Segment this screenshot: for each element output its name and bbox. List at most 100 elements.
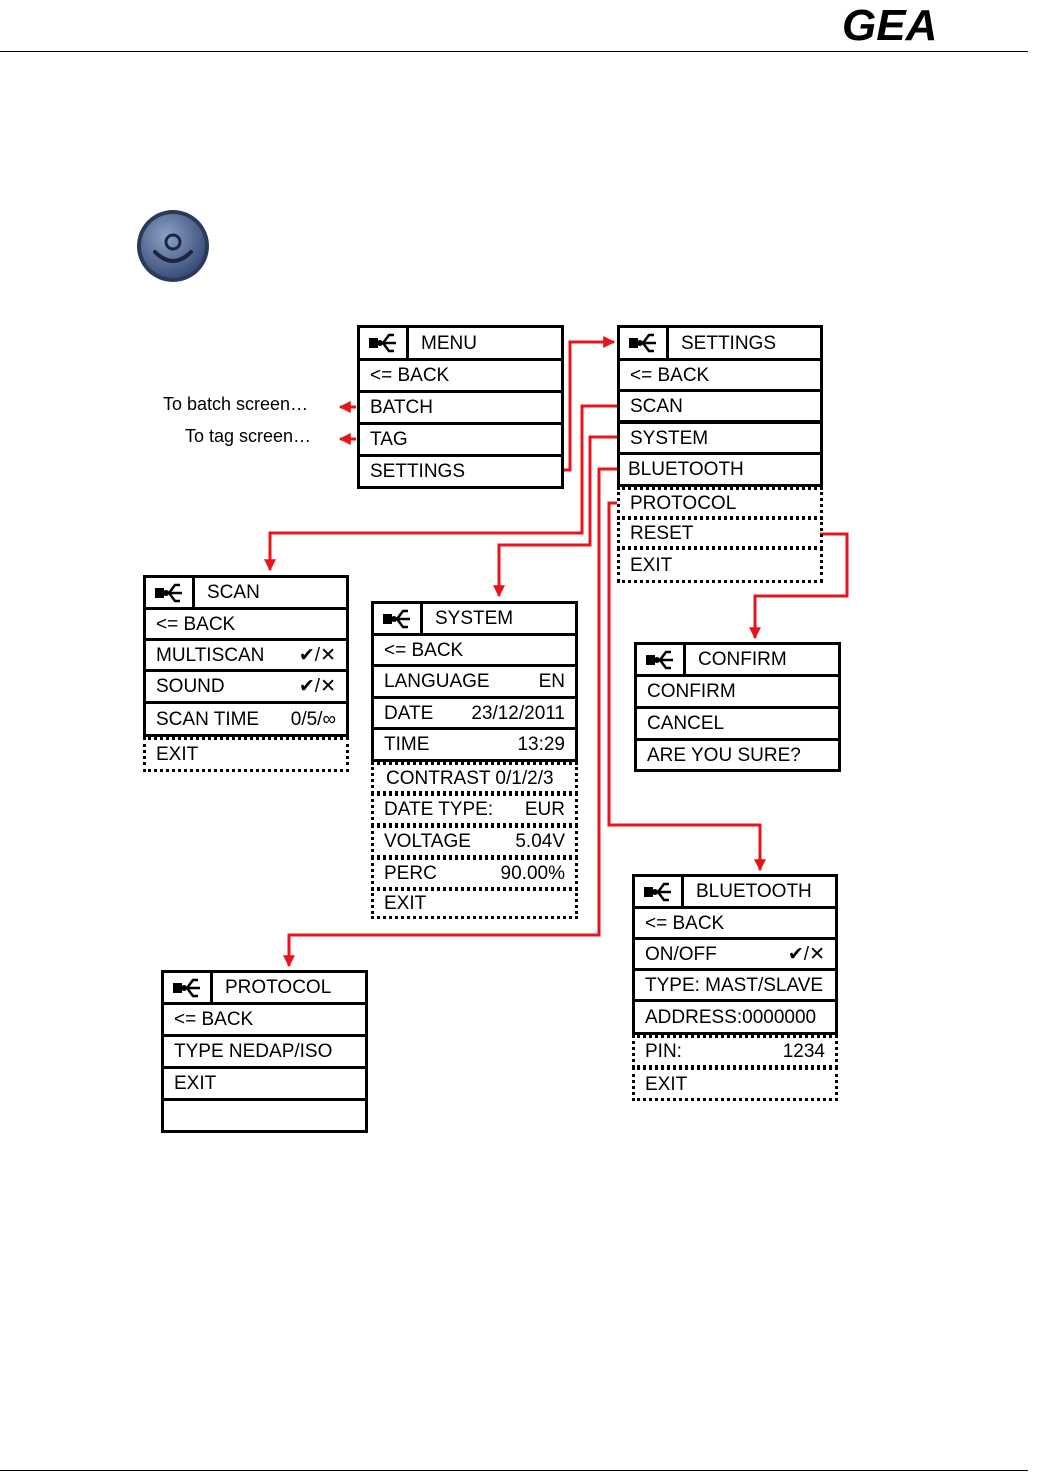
scan-title: SCAN [207,582,260,603]
language-label: LANGUAGE [384,671,490,692]
pin-label: PIN: [645,1041,682,1062]
sound-toggle: ✔/✕ [298,676,336,697]
settings-screen: SETTINGS <= BACK SCAN SYSTEM BLUETOOTH P… [617,325,823,585]
arrow-bluetooth [283,467,617,968]
scan-multiscan[interactable]: MULTISCAN ✔/✕ [143,638,349,672]
arrow-system [493,435,617,598]
footer-rule [0,1470,1028,1471]
gea-logo-text: GEA [842,2,937,46]
protocol-title: PROTOCOL [225,977,332,998]
date-type-value: EUR [524,799,565,820]
onoff-label: ON/OFF [645,943,717,965]
perc-value: 90.00% [500,863,565,884]
bluetooth-exit[interactable]: EXIT [632,1067,838,1101]
menu-screen: MENU <= BACK BATCH TAG SETTINGS [357,325,564,491]
bluetooth-type[interactable]: TYPE: MAST/SLAVE [632,968,838,1002]
system-date-type[interactable]: DATE TYPE: EUR [371,793,578,826]
navigation-knob-icon [137,210,209,282]
confirm-screen: CONFIRM CONFIRM CANCEL ARE YOU SURE? [634,642,841,772]
menu-title: MENU [421,332,477,354]
confirm-cancel[interactable]: CANCEL [634,706,841,741]
usb-plug-icon [146,578,195,607]
protocol-header: PROTOCOL [161,970,368,1005]
protocol-exit[interactable]: EXIT [161,1066,368,1101]
settings-header: SETTINGS [617,325,823,361]
system-header: SYSTEM [371,601,578,636]
settings-protocol[interactable]: PROTOCOL [617,487,823,519]
scan-time-value: 0/5/∞ [290,708,336,730]
settings-bluetooth[interactable]: BLUETOOTH [617,452,823,487]
bluetooth-address[interactable]: ADDRESS:0000000 [632,999,838,1035]
system-voltage[interactable]: VOLTAGE 5.04V [371,825,578,858]
bluetooth-title: BLUETOOTH [696,881,812,902]
voltage-label: VOLTAGE [384,831,471,852]
arrow-reset [749,532,849,640]
usb-plug-icon [164,973,213,1002]
confirm-confirm[interactable]: CONFIRM [634,674,841,709]
onoff-toggle: ✔/✕ [787,943,825,965]
sound-label: SOUND [156,676,225,697]
confirm-header: CONFIRM [634,642,841,677]
time-label: TIME [384,734,430,755]
system-time[interactable]: TIME 13:29 [371,727,578,762]
system-date[interactable]: DATE 23/12/2011 [371,696,578,730]
system-back[interactable]: <= BACK [371,633,578,667]
usb-plug-icon [360,328,409,358]
bluetooth-pin[interactable]: PIN: 1234 [632,1035,838,1068]
gea-logo: GEA [842,2,937,46]
bluetooth-back[interactable]: <= BACK [632,906,838,940]
scan-screen: SCAN <= BACK MULTISCAN ✔/✕ SOUND ✔/✕ SCA… [143,575,349,772]
protocol-empty-row [161,1098,368,1133]
menu-back[interactable]: <= BACK [357,358,564,393]
settings-reset[interactable]: RESET [617,517,823,549]
voltage-value: 5.04V [515,831,565,852]
arrow-settings [562,336,616,472]
confirm-title: CONFIRM [698,649,787,670]
date-label: DATE [384,702,434,724]
settings-scan[interactable]: SCAN [617,389,823,423]
scan-scan-time[interactable]: SCAN TIME 0/5/∞ [143,701,349,737]
arrow-protocol [607,501,766,872]
header-rule [0,51,1028,52]
language-value: EN [538,671,565,692]
protocol-type[interactable]: TYPE NEDAP/ISO [161,1034,368,1069]
date-type-label: DATE TYPE: [384,799,494,820]
usb-plug-icon [635,877,684,906]
system-contrast[interactable]: CONTRAST 0/1/2/3 [371,762,578,794]
time-value: 13:29 [517,734,565,755]
bluetooth-header: BLUETOOTH [632,874,838,909]
menu-settings[interactable]: SETTINGS [357,454,564,489]
pin-value: 1234 [782,1041,825,1062]
system-language[interactable]: LANGUAGE EN [371,664,578,699]
settings-title: SETTINGS [681,332,777,354]
menu-batch[interactable]: BATCH [357,390,564,425]
menu-header: MENU [357,325,564,361]
usb-plug-icon [374,604,423,633]
usb-plug-icon [637,645,686,674]
scan-back[interactable]: <= BACK [143,607,349,641]
bluetooth-onoff[interactable]: ON/OFF ✔/✕ [632,937,838,971]
system-perc[interactable]: PERC 90.00% [371,857,578,890]
scan-exit[interactable]: EXIT [143,737,349,772]
scan-time-label: SCAN TIME [156,708,260,730]
protocol-screen: PROTOCOL <= BACK TYPE NEDAP/ISO EXIT [161,970,368,1133]
to-batch-label: To batch screen… [163,394,309,414]
scan-sound[interactable]: SOUND ✔/✕ [143,669,349,704]
system-title: SYSTEM [435,608,514,629]
settings-back[interactable]: <= BACK [617,358,823,392]
perc-label: PERC [384,863,437,884]
settings-system[interactable]: SYSTEM [617,421,823,455]
usb-plug-icon [620,328,669,358]
date-value: 23/12/2011 [471,702,565,724]
arrow-scan [264,404,617,572]
menu-tag[interactable]: TAG [357,422,564,457]
confirm-question: ARE YOU SURE? [634,738,841,772]
to-tag-label: To tag screen… [185,426,312,446]
bluetooth-screen: BLUETOOTH <= BACK ON/OFF ✔/✕ TYPE: MAST/… [632,874,838,1101]
settings-exit[interactable]: EXIT [617,547,823,583]
scan-header: SCAN [143,575,349,610]
multiscan-label: MULTISCAN [156,644,265,666]
protocol-back[interactable]: <= BACK [161,1002,368,1037]
system-exit[interactable]: EXIT [371,888,578,919]
